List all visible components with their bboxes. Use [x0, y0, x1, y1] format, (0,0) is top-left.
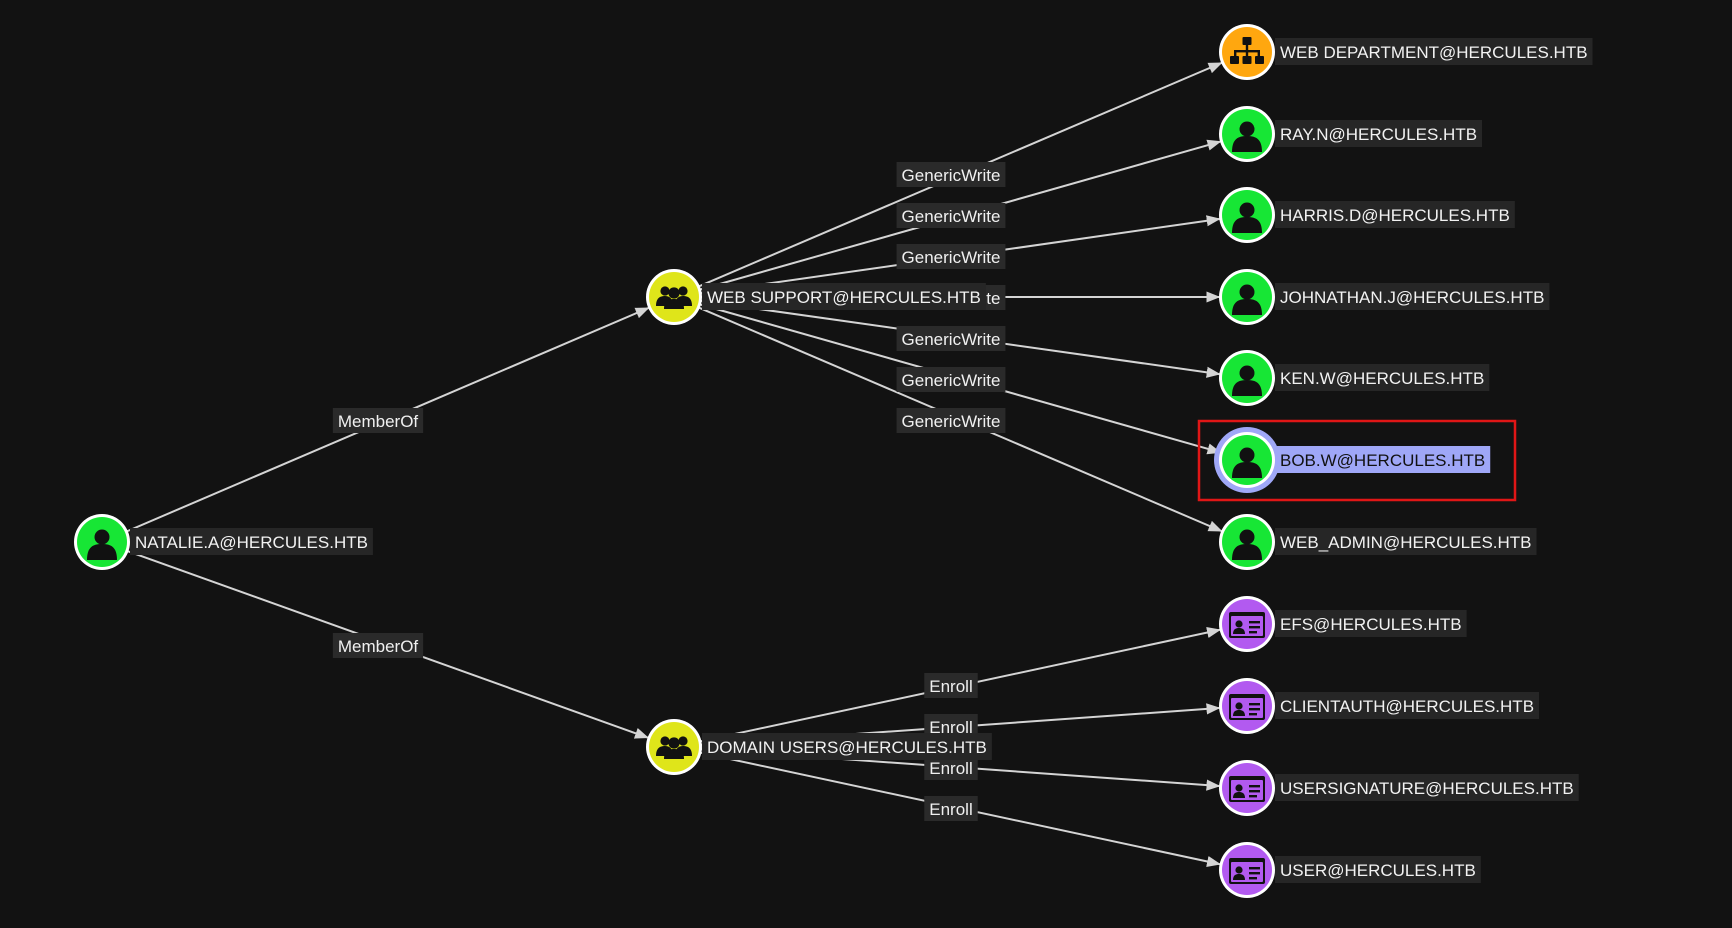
node-label: USERSIGNATURE@HERCULES.HTB: [1280, 779, 1574, 798]
edge-label-text: GenericWrite: [902, 371, 1001, 390]
edge-label-bg: [896, 203, 1006, 228]
node-label: JOHNATHAN.J@HERCULES.HTB: [1280, 288, 1544, 307]
node-harris[interactable]: HARRIS.D@HERCULES.HTB: [1219, 187, 1515, 243]
node-label: KEN.W@HERCULES.HTB: [1280, 369, 1484, 388]
edge-label-bg: [924, 673, 978, 698]
node-label: USER@HERCULES.HTB: [1280, 861, 1476, 880]
node-label-bg: [702, 283, 986, 310]
edge-label-bg: [896, 244, 1006, 269]
node-label-bg: [1275, 528, 1537, 555]
node-ray[interactable]: RAY.N@HERCULES.HTB: [1219, 106, 1483, 162]
node-label-bg: [702, 733, 992, 760]
node-efs[interactable]: EFS@HERCULES.HTB: [1219, 596, 1467, 652]
node-label: DOMAIN USERS@HERCULES.HTB: [707, 738, 987, 757]
edge-label-bg: [896, 408, 1006, 433]
nodes-layer: NATALIE.A@HERCULES.HTB WEB SUPPORT@HERCUL…: [74, 24, 1593, 898]
edge-label-bg: [924, 796, 978, 821]
edge-label-natalie-domainusers[interactable]: MemberOf: [332, 633, 424, 658]
edge-label-bg: [896, 162, 1006, 187]
users-group-icon: [656, 736, 692, 759]
node-domainusers[interactable]: DOMAIN USERS@HERCULES.HTB: [646, 719, 992, 775]
node-label-bg: [1275, 774, 1579, 801]
edge-label-text: Enroll: [929, 677, 972, 696]
node-websupport[interactable]: WEB SUPPORT@HERCULES.HTB: [646, 269, 986, 325]
node-johnathan[interactable]: JOHNATHAN.J@HERCULES.HTB: [1219, 269, 1550, 325]
edge-label-bg: [332, 633, 424, 658]
node-label-bg: [1275, 120, 1483, 147]
id-card-icon: [1229, 694, 1265, 720]
edge-label-domainusers-efs[interactable]: Enroll: [924, 673, 978, 698]
node-ken[interactable]: KEN.W@HERCULES.HTB: [1219, 350, 1490, 406]
node-user[interactable]: USER@HERCULES.HTB: [1219, 842, 1481, 898]
edge-label-text: GenericWrite: [902, 330, 1001, 349]
node-label: RAY.N@HERCULES.HTB: [1280, 125, 1477, 144]
edge-label-domainusers-user[interactable]: Enroll: [924, 796, 978, 821]
node-webdept[interactable]: WEB DEPARTMENT@HERCULES.HTB: [1219, 24, 1593, 80]
edge-label-natalie-websupport[interactable]: MemberOf: [332, 408, 424, 433]
edge-label-websupport-webadmin[interactable]: GenericWrite: [896, 408, 1006, 433]
id-card-icon: [1229, 858, 1265, 884]
edge-label-text: GenericWrite: [902, 248, 1001, 267]
edge-label-websupport-bob[interactable]: GenericWrite: [896, 367, 1006, 392]
node-label-bg: [1275, 201, 1515, 228]
node-label-bg: [1275, 283, 1550, 310]
edge-label-text: MemberOf: [338, 637, 419, 656]
edge-label-bg: [896, 367, 1006, 392]
node-label-bg: [1275, 610, 1467, 637]
id-card-icon: [1229, 612, 1265, 638]
edge-label-text: GenericWrite: [902, 207, 1001, 226]
edge-label-text: GenericWrite: [902, 412, 1001, 431]
id-card-icon: [1229, 776, 1265, 802]
edge-label-text: Enroll: [929, 718, 972, 737]
node-label: WEB_ADMIN@HERCULES.HTB: [1280, 533, 1532, 552]
node-label-bg: [1275, 364, 1490, 391]
edge-label-websupport-ken[interactable]: GenericWrite: [896, 326, 1006, 351]
edge-label-bg: [332, 408, 424, 433]
edge-label-text: Enroll: [929, 800, 972, 819]
node-label-bg: [130, 528, 373, 555]
edge-label-websupport-harris[interactable]: GenericWrite: [896, 244, 1006, 269]
edge-label-websupport-ray[interactable]: GenericWrite: [896, 203, 1006, 228]
node-label: CLIENTAUTH@HERCULES.HTB: [1280, 697, 1534, 716]
node-bob[interactable]: BOB.W@HERCULES.HTB: [1214, 427, 1491, 493]
node-label: BOB.W@HERCULES.HTB: [1280, 451, 1485, 470]
edge-label-text: GenericWrite: [902, 166, 1001, 185]
edge-label-text: Enroll: [929, 759, 972, 778]
selection-box: [1197, 419, 1517, 502]
node-label-bg: [1275, 856, 1481, 883]
node-label-bg: [1275, 692, 1540, 719]
node-clientauth[interactable]: CLIENTAUTH@HERCULES.HTB: [1219, 678, 1540, 734]
node-label: WEB DEPARTMENT@HERCULES.HTB: [1280, 43, 1588, 62]
node-label: HARRIS.D@HERCULES.HTB: [1280, 206, 1510, 225]
node-label-bg: [1275, 446, 1491, 473]
node-usersignature[interactable]: USERSIGNATURE@HERCULES.HTB: [1219, 760, 1579, 816]
node-webadmin[interactable]: WEB_ADMIN@HERCULES.HTB: [1219, 514, 1537, 570]
edge-label-text: MemberOf: [338, 412, 419, 431]
users-group-icon: [656, 286, 692, 309]
node-label-bg: [1275, 38, 1593, 65]
node-natalie[interactable]: NATALIE.A@HERCULES.HTB: [74, 514, 373, 570]
node-label: NATALIE.A@HERCULES.HTB: [135, 533, 368, 552]
node-label: WEB SUPPORT@HERCULES.HTB: [707, 288, 981, 307]
node-label: EFS@HERCULES.HTB: [1280, 615, 1462, 634]
edge-label-bg: [896, 326, 1006, 351]
edge-label-websupport-webdept[interactable]: GenericWrite: [896, 162, 1006, 187]
